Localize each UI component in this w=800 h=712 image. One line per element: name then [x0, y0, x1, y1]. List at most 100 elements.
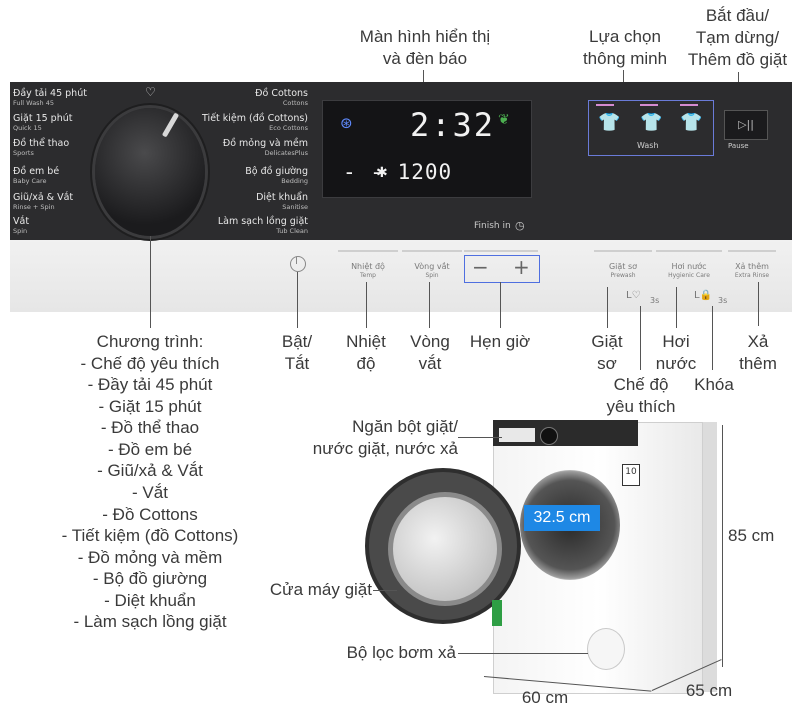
- favourite-hold-time: 3s: [650, 296, 660, 305]
- power-leader: [297, 272, 298, 328]
- lock-leader: [712, 306, 713, 370]
- shirt-icon-2[interactable]: 👕: [640, 112, 663, 133]
- program-item-3: - Giặt 15 phút: [98, 397, 202, 416]
- program-right-2[interactable]: Tiết kiệm (đồ Cottons)Eco Cottons: [202, 113, 308, 132]
- door-leader: [373, 590, 397, 591]
- favourite-callout: Chế độ yêu thích: [606, 375, 676, 416]
- opening-measure: 32.5 cm: [524, 505, 600, 531]
- program-item-7: - Vắt: [132, 483, 168, 502]
- rinse-segment: [728, 250, 776, 252]
- display-callout: Màn hình hiển thị và đèn báo: [359, 27, 491, 68]
- prewash-leader: [607, 287, 608, 328]
- power-callout: Bật/ Tắt: [281, 332, 313, 373]
- power-button[interactable]: [290, 256, 306, 272]
- program-title: Chương trình:: [96, 332, 204, 351]
- steam-callout: Hơi nước: [655, 332, 697, 373]
- program-item-8: - Đồ Cottons: [102, 505, 198, 524]
- program-item-12: - Diệt khuẩn: [104, 591, 196, 610]
- door-glass: [388, 492, 502, 606]
- detergent-callout: Ngăn bột giặt/ nước giặt, nước xả: [312, 417, 458, 458]
- energy-label: 10: [622, 464, 640, 486]
- program-item-11: - Bộ đồ giường: [92, 569, 208, 588]
- timer-callout: Hẹn giờ: [469, 332, 531, 351]
- machine-side: [701, 422, 717, 692]
- program-item-13: - Làm sạch lồng giặt: [73, 612, 227, 631]
- filter-callout: Bộ lọc bơm xả: [346, 643, 456, 662]
- steam-indicator-icon: ⊛: [340, 114, 353, 132]
- program-knob[interactable]: [95, 108, 205, 236]
- temp-leader: [366, 282, 367, 328]
- steam-segment: [656, 250, 722, 252]
- timer-segment: [464, 250, 538, 252]
- machine-knob: [540, 427, 558, 445]
- lock-hold-time: 3s: [718, 296, 728, 305]
- height-dimension-line: [722, 425, 723, 667]
- program-item-10: - Đồ mỏng và mềm: [77, 548, 223, 567]
- time-readout: 2:32: [410, 106, 496, 144]
- spin-readout: - - 1200: [343, 160, 453, 184]
- timer-minus-button[interactable]: −: [472, 255, 489, 279]
- door-callout: Cửa máy giặt: [269, 580, 372, 599]
- program-item-5: - Đồ em bé: [107, 440, 193, 459]
- option-light-2: [640, 104, 658, 106]
- spin-leader: [429, 282, 430, 328]
- rinse-callout: Xả thêm: [739, 332, 777, 373]
- eco-leaf-icon: ❦: [498, 112, 510, 128]
- pause-label: Pause: [728, 142, 749, 150]
- depth-label: 65 cm: [685, 681, 733, 700]
- lock-callout: Khóa: [694, 375, 734, 394]
- detergent-drawer[interactable]: [499, 428, 535, 442]
- program-item-2: - Đầy tải 45 phút: [87, 375, 213, 394]
- filter-leader: [458, 653, 588, 654]
- program-item-1: - Chế độ yêu thích: [80, 354, 220, 373]
- spin-segment: [402, 250, 462, 252]
- timer-leader: [500, 282, 501, 328]
- program-leader: [150, 236, 151, 328]
- option-light-3: [680, 104, 698, 106]
- spin-callout: Vòng vắt: [410, 332, 450, 373]
- favourite-leader: [640, 306, 641, 370]
- start-callout: Bắt đầu/ Tạm dừng/ Thêm đồ giặt: [687, 6, 788, 69]
- timer-plus-button[interactable]: +: [513, 255, 530, 279]
- smart-options-box: [588, 100, 714, 156]
- detergent-leader: [458, 437, 502, 438]
- power-icon: [296, 257, 297, 264]
- favourite-heart-icon: ♡: [145, 85, 156, 99]
- timer-box: [464, 255, 540, 283]
- favourite-hold-heart-icon: L♡: [626, 290, 641, 301]
- prewash-segment: [594, 250, 652, 252]
- temp-callout: Nhiệt độ: [346, 332, 386, 373]
- start-pause-button[interactable]: ▷||: [724, 110, 768, 140]
- shirt-icon-3[interactable]: 👕: [680, 112, 703, 133]
- energy-sticker: [492, 600, 502, 626]
- temp-segment: [338, 250, 398, 252]
- filter-cover[interactable]: [587, 628, 625, 670]
- program-item-4: - Đồ thể thao: [100, 418, 200, 437]
- steam-leader: [676, 287, 677, 328]
- smart-callout: Lựa chọn thông minh: [582, 27, 668, 68]
- width-label: 60 cm: [521, 688, 569, 707]
- height-label: 85 cm: [728, 526, 775, 545]
- program-item-9: - Tiết kiệm (đồ Cottons): [61, 526, 239, 545]
- rinse-leader: [758, 282, 759, 326]
- shirt-icon-1[interactable]: 👕: [598, 112, 621, 133]
- program-item-6: - Giũ/xả & Vắt: [97, 461, 203, 480]
- option-light-1: [596, 104, 614, 106]
- finish-in-label: Finish in: [474, 221, 511, 231]
